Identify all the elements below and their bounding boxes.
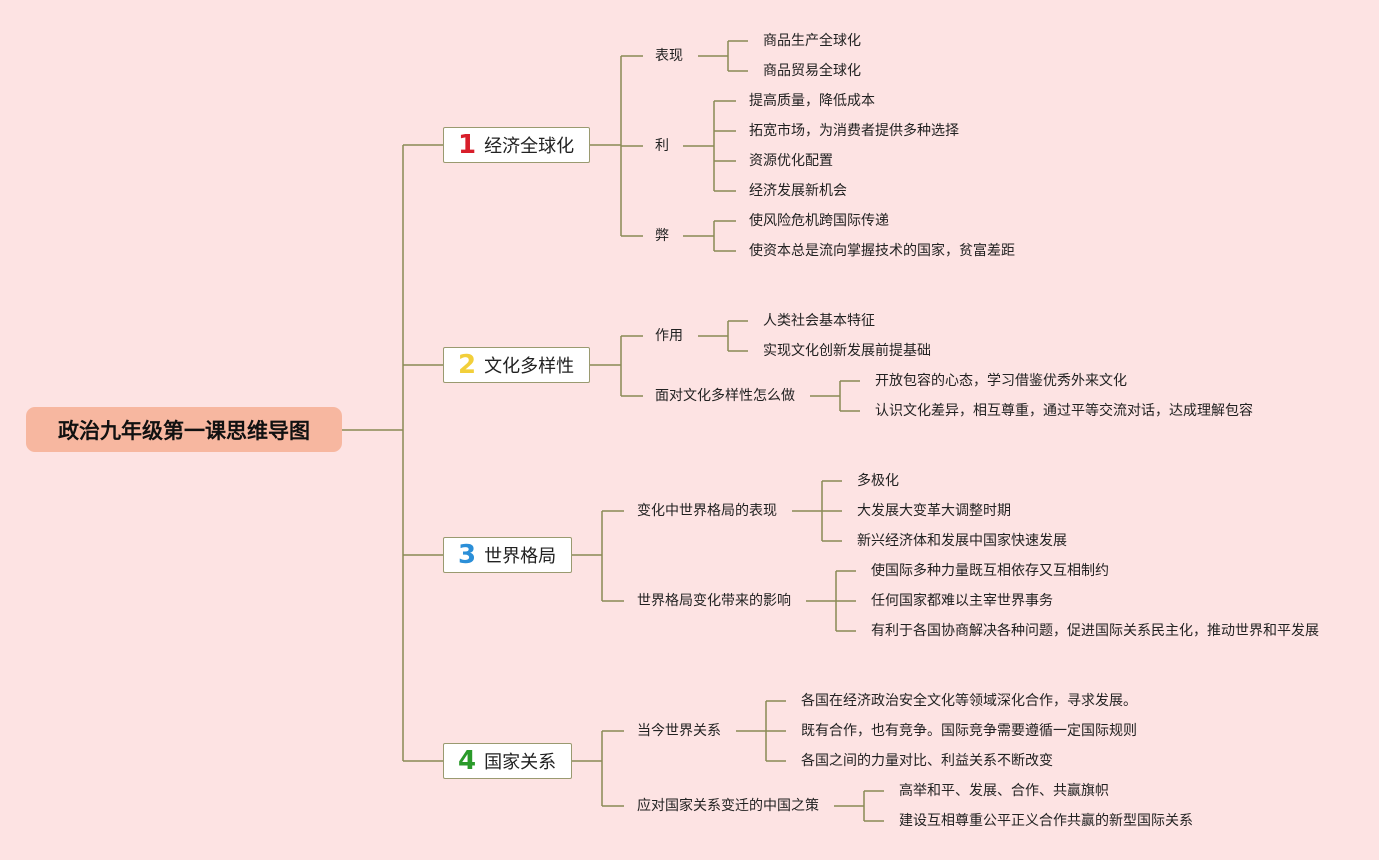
leaf-item[interactable]: 有利于各国协商解决各种问题，促进国际关系民主化，推动世界和平发展 <box>871 623 1319 639</box>
leaf-item[interactable]: 资源优化配置 <box>749 153 833 169</box>
topic-label: 国家关系 <box>484 752 557 773</box>
leaf-item[interactable]: 拓宽市场，为消费者提供多种选择 <box>749 123 959 139</box>
topic4-connector <box>572 730 624 807</box>
topic-number: 4 <box>458 746 477 776</box>
branch-connector <box>683 100 736 192</box>
leaf-item[interactable]: 任何国家都难以主宰世界事务 <box>871 593 1053 609</box>
branch-connector <box>792 480 842 542</box>
root-connector <box>342 144 443 762</box>
leaf-item[interactable]: 高举和平、发展、合作、共赢旗帜 <box>899 783 1109 799</box>
leaf-item[interactable]: 人类社会基本特征 <box>763 313 875 329</box>
branch-connector <box>810 380 860 412</box>
leaf-item[interactable]: 各国之间的力量对比、利益关系不断改变 <box>801 753 1053 769</box>
leaf-item[interactable]: 新兴经济体和发展中国家快速发展 <box>857 533 1067 549</box>
leaf-item[interactable]: 开放包容的心态，学习借鉴优秀外来文化 <box>875 373 1127 389</box>
branch-label[interactable]: 作用 <box>655 328 683 344</box>
branch-connector <box>683 220 736 252</box>
branch-label[interactable]: 应对国家关系变迁的中国之策 <box>637 798 819 814</box>
branch-label[interactable]: 弊 <box>655 228 669 244</box>
leaf-item[interactable]: 使资本总是流向掌握技术的国家，贫富差距 <box>749 243 1015 259</box>
branch-connector <box>736 700 786 762</box>
leaf-item[interactable]: 大发展大变革大调整时期 <box>857 503 1011 519</box>
topic-node-economic-globalization[interactable]: 1 经济全球化 <box>443 127 590 163</box>
branch-label[interactable]: 面对文化多样性怎么做 <box>655 388 795 404</box>
branch-label[interactable]: 利 <box>655 138 669 154</box>
branch-label[interactable]: 当今世界关系 <box>637 723 721 739</box>
topic-label: 经济全球化 <box>484 136 575 157</box>
leaf-item[interactable]: 建设互相尊重公平正义合作共赢的新型国际关系 <box>899 813 1193 829</box>
leaf-item[interactable]: 商品贸易全球化 <box>763 63 861 79</box>
branch-label[interactable]: 变化中世界格局的表现 <box>637 503 777 519</box>
branch-label[interactable]: 表现 <box>655 48 683 64</box>
branch-connector <box>698 320 748 352</box>
leaf-item[interactable]: 使国际多种力量既互相依存又互相制约 <box>871 563 1109 579</box>
leaf-item[interactable]: 使风险危机跨国际传递 <box>749 213 889 229</box>
root-node[interactable]: 政治九年级第一课思维导图 <box>26 407 342 452</box>
topic-number: 3 <box>458 540 477 570</box>
root-title: 政治九年级第一课思维导图 <box>58 418 310 443</box>
branch-connector <box>806 570 856 632</box>
leaf-item[interactable]: 经济发展新机会 <box>749 183 847 199</box>
topic-number: 1 <box>458 130 477 160</box>
topic-node-world-pattern[interactable]: 3 世界格局 <box>443 537 572 573</box>
topic-label: 世界格局 <box>484 546 557 567</box>
topic-label: 文化多样性 <box>484 356 575 377</box>
topic-number: 2 <box>458 350 477 380</box>
leaf-item[interactable]: 多极化 <box>857 473 899 489</box>
leaf-item[interactable]: 商品生产全球化 <box>763 33 861 49</box>
leaf-item[interactable]: 既有合作，也有竞争。国际竞争需要遵循一定国际规则 <box>801 723 1137 739</box>
topic-node-international-relations[interactable]: 4 国家关系 <box>443 743 572 779</box>
topic1-connector <box>590 55 643 237</box>
leaf-item[interactable]: 各国在经济政治安全文化等领域深化合作，寻求发展。 <box>801 693 1137 709</box>
topic-node-cultural-diversity[interactable]: 2 文化多样性 <box>443 347 590 383</box>
branch-connector <box>698 40 748 72</box>
leaf-item[interactable]: 实现文化创新发展前提基础 <box>763 343 931 359</box>
branch-connector <box>834 790 884 822</box>
branch-label[interactable]: 世界格局变化带来的影响 <box>637 593 791 609</box>
leaf-item[interactable]: 认识文化差异，相互尊重，通过平等交流对话，达成理解包容 <box>875 403 1253 419</box>
topic2-connector <box>590 335 643 397</box>
leaf-item[interactable]: 提高质量，降低成本 <box>749 93 875 109</box>
topic3-connector <box>572 510 624 602</box>
